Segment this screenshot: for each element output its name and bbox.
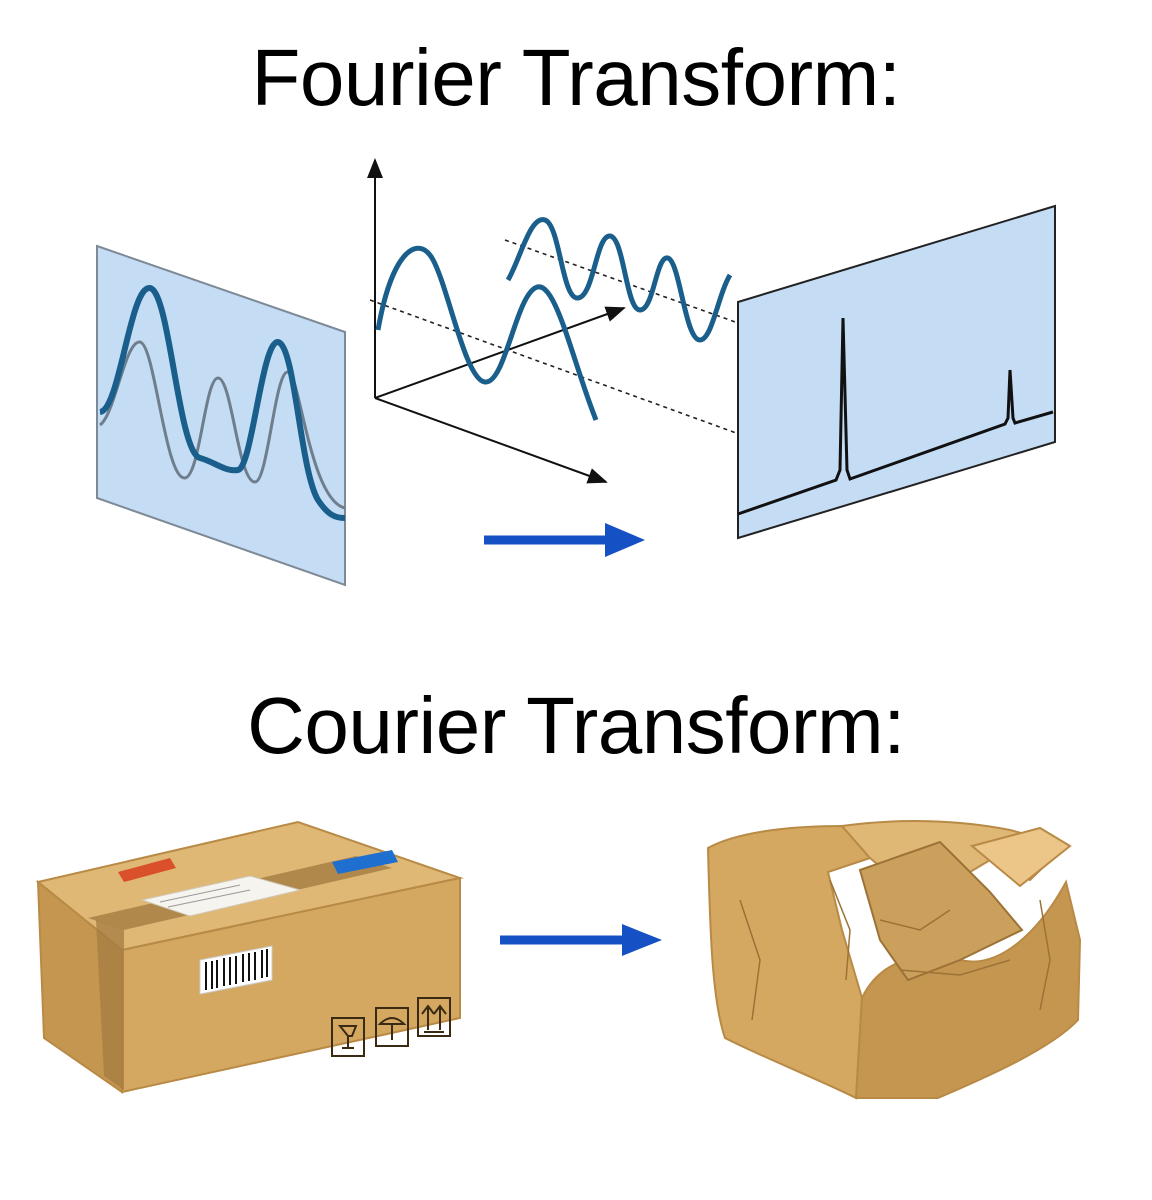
blue-sticker — [332, 850, 398, 874]
barcode — [199, 945, 273, 995]
low-frequency-wave — [375, 245, 599, 421]
fourier-diagram — [96, 158, 1056, 587]
handling-symbols — [331, 997, 451, 1057]
composite-signal — [98, 285, 346, 521]
red-sticker — [118, 858, 176, 882]
courier-transform-heading: Courier Transform: — [247, 681, 905, 770]
umbrella-icon — [375, 1007, 409, 1047]
shipping-label — [140, 875, 301, 917]
high-frequency-wave — [505, 217, 733, 343]
component-waves — [375, 217, 733, 421]
arrow-right-icon — [484, 523, 645, 557]
frequency-domain-panel — [737, 204, 1056, 540]
axes — [367, 158, 626, 484]
wineglass-icon — [331, 1017, 365, 1057]
fourier-transform-heading: Fourier Transform: — [251, 33, 901, 122]
arrow-right-icon — [500, 924, 662, 956]
time-domain-panel — [96, 244, 346, 587]
up-arrows-icon — [417, 997, 451, 1037]
frequency-spectrum — [737, 317, 1054, 516]
intact-box — [35, 820, 464, 1094]
damaged-box — [706, 820, 1082, 1100]
